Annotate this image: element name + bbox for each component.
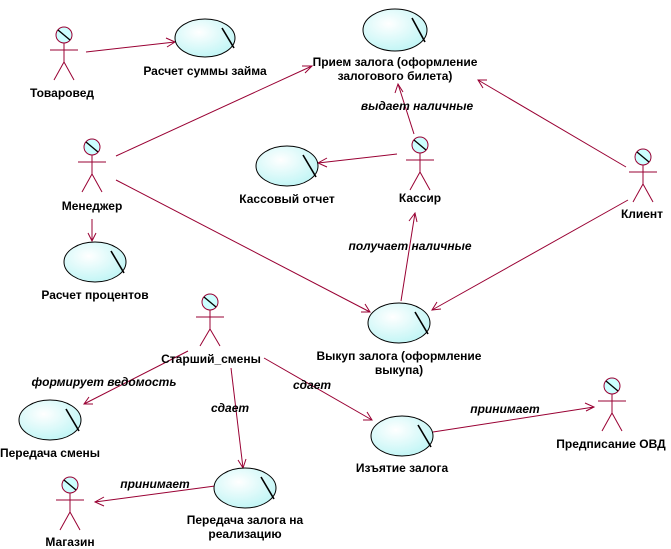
actor-ovd: Предписание ОВД [556,377,666,451]
usecase-cash-report: Кассовый отчет [239,145,335,206]
actor-kassir-label: Кассир [399,191,441,205]
edge-label-accepts-ovd: принимает [470,402,540,416]
edge-label-forms-statement: формирует ведомость [32,375,177,389]
actor-manager: Менеджер [62,138,123,213]
edge-manager-redeem [115,179,371,313]
actor-tovaroved: Товаровед [30,26,94,100]
edge-senior-seizure [263,357,373,421]
usecase-seizure-label: Изъятие залога [356,461,449,475]
edge-tovaroved-loan-sum [85,37,177,53]
edge-client-redeem [431,199,629,311]
usecase-redeem-label-line1: Выкуп залога (оформление [317,349,482,363]
edge-senior-sale [230,367,247,470]
actor-manager-label: Менеджер [62,199,123,213]
usecase-redeem: Выкуп залога (оформление выкупа) [317,302,482,377]
edge-kassir-redeem [400,211,418,302]
usecase-loan-sum-label: Расчет суммы займа [143,64,267,78]
usecase-interest-label: Расчет процентов [41,288,148,302]
usecase-seizure: Изъятие залога [356,415,449,475]
edge-label-hands-over-seizure: сдает [293,378,331,392]
usecase-sale: Передача залога на реализацию [187,467,304,541]
edge-label-receives-cash: получает наличные [348,239,471,253]
actor-kassir: Кассир [399,136,441,205]
actor-client-label: Клиент [621,207,663,221]
edge-manager-pledge [115,65,314,157]
edge-seizure-ovd [432,402,596,433]
edge-label-accepts-shop: принимает [120,477,190,491]
edge-kassir-cash-report [316,153,398,168]
usecase-pledge-label-line1: Прием залога (оформление [313,55,478,69]
actor-shop-label: Магазин [45,535,94,549]
edge-client-pledge [477,79,627,168]
edge-label-hands-over-sale: сдает [211,401,249,415]
edge-senior-shift-transfer [83,350,189,405]
usecase-shift-transfer: Передача смены [0,399,100,460]
actor-ovd-label: Предписание ОВД [556,437,666,451]
usecase-pledge-label-line2: залогового билета) [338,69,453,83]
usecase-sale-label-line2: реализацию [208,527,281,541]
edge-label-gives-cash: выдает наличные [361,99,474,113]
actor-senior: Старший_смены [161,293,261,366]
actor-shop: Магазин [45,476,95,549]
usecase-shift-transfer-label: Передача смены [0,446,100,460]
actor-tovaroved-label: Товаровед [30,86,94,100]
usecase-cash-report-label: Кассовый отчет [239,192,335,206]
actor-client: Клиент [621,148,663,221]
usecase-redeem-label-line2: выкупа) [375,363,423,377]
usecase-sale-label-line1: Передача залога на [187,513,304,527]
usecase-interest: Расчет процентов [41,241,149,302]
actor-senior-label: Старший_смены [161,352,261,366]
usecase-pledge: Прием залога (оформление залогового биле… [313,8,478,83]
edge-kassir-pledge [394,82,415,135]
usecase-loan-sum: Расчет суммы займа [143,18,267,78]
edge-manager-interest [87,219,97,243]
edge-sale-shop [93,485,216,507]
